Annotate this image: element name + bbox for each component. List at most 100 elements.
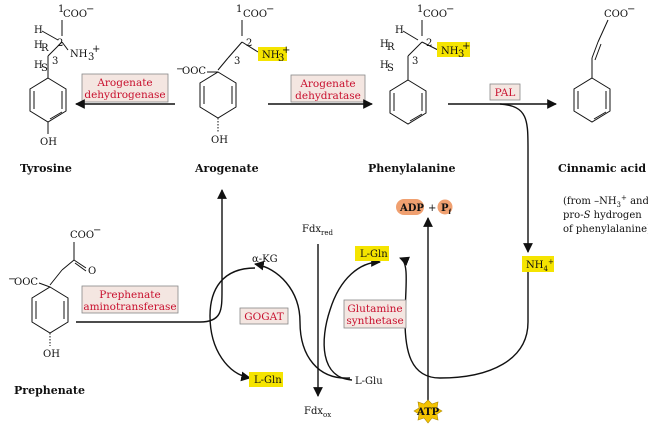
phenylalanine-coo-charge: − bbox=[446, 4, 454, 15]
adp-plus-label: + bbox=[428, 203, 436, 214]
tyrosine-hs-label: H bbox=[34, 60, 43, 71]
gogat-right-arc bbox=[254, 260, 351, 379]
gogat-label: GOGAT bbox=[244, 311, 283, 323]
gogat-box bbox=[239, 307, 289, 325]
nh4-highlight bbox=[522, 256, 554, 272]
arogenate-ooc-label: OOC bbox=[182, 66, 206, 77]
tyrosine-h-label: H bbox=[34, 25, 43, 36]
tyrosine-hs-sub: S bbox=[41, 63, 48, 74]
cinnamic-acid-label: Cinnamic acid bbox=[558, 162, 646, 175]
arogenate-dehydratase-line1: Arogenate bbox=[299, 78, 355, 90]
arogenate-nh3-charge: + bbox=[282, 45, 290, 56]
arogenate-structure: 1 COO − 2 NH 3 + 3 − OOC OH bbox=[176, 4, 290, 146]
nh4-source-note: (from –NH3+ and pro-S hydrogen of phenyl… bbox=[563, 194, 648, 235]
phenylalanine-nh3-sub: 3 bbox=[458, 49, 464, 60]
lgln-top-highlight bbox=[355, 246, 389, 261]
lgln-top-label: L-Gln bbox=[360, 249, 388, 260]
prephenate-label: Prephenate bbox=[14, 384, 85, 397]
tyrosine-oh-label: OH bbox=[40, 137, 57, 148]
pal-label: PAL bbox=[495, 87, 516, 99]
tyrosine-hr-sub: R bbox=[41, 43, 49, 54]
arogenate-nh3-label: NH bbox=[262, 50, 280, 61]
glutamine-synthetase-box bbox=[343, 299, 407, 329]
tyrosine-carbon3-label: 3 bbox=[52, 56, 58, 67]
adp-badge bbox=[396, 199, 424, 215]
tyrosine-coo-label: COO bbox=[63, 9, 87, 20]
lgln-bottom-highlight bbox=[249, 372, 283, 387]
arogenate-dehydratase-line2: dehydratase bbox=[295, 90, 361, 102]
phenylalanine-coo-label: COO bbox=[423, 9, 447, 20]
prephenate-structure: COO − O − OOC OH bbox=[8, 225, 101, 360]
arrow-to-nh4 bbox=[499, 103, 533, 253]
tyrosine-carbon1-label: 1 bbox=[58, 4, 64, 15]
prephenate-o-label: O bbox=[88, 266, 96, 277]
phenylalanine-carbon1-label: 1 bbox=[417, 4, 423, 15]
akg-label: α-KG bbox=[252, 254, 278, 265]
phenylalanine-hr-label: H bbox=[380, 39, 389, 50]
prephenate-aminotransferase-line2: aminotransferase bbox=[83, 301, 176, 313]
svg-text:of phenylalanine): of phenylalanine) bbox=[563, 224, 648, 235]
arogenate-carbon3-label: 3 bbox=[234, 56, 240, 67]
prephenate-ooc-charge: − bbox=[8, 274, 16, 285]
tyrosine-nh3-charge: + bbox=[92, 44, 100, 55]
tyrosine-nh3-sub: 3 bbox=[88, 52, 94, 63]
phenylalanine-hs-label: H bbox=[380, 60, 389, 71]
pi-label: Pi bbox=[441, 203, 452, 216]
prephenate-ooc-label: OOC bbox=[14, 277, 38, 288]
arogenate-dehydrogenase-line1: Arogenate bbox=[96, 77, 152, 89]
gogat-left-arc bbox=[209, 267, 256, 382]
arogenate-label: Arogenate bbox=[194, 162, 259, 175]
prephenate-coo-charge: − bbox=[93, 225, 101, 236]
adp-label: ADP bbox=[399, 203, 424, 214]
cinnamic-acid-structure: COO − bbox=[573, 4, 635, 123]
atp-label: ATP bbox=[416, 407, 440, 418]
nh4-label: NH4+ bbox=[526, 258, 554, 273]
svg-text:(from –NH3+ and: (from –NH3+ and bbox=[563, 194, 648, 209]
arogenate-coo-charge: − bbox=[266, 4, 274, 15]
prephenate-aminotransferase-line1: Prephenate bbox=[99, 289, 160, 301]
lgln-bottom-label: L-Gln bbox=[254, 375, 282, 386]
arrow-prephenate-to-arogenate bbox=[76, 189, 227, 323]
prephenate-coo-label: COO bbox=[70, 230, 94, 241]
phenylalanine-nh3-charge: + bbox=[462, 41, 470, 52]
tyrosine-structure: 1 COO − 2 H NH 3 + H R H S 3 OH bbox=[29, 4, 100, 148]
glutamine-synthetase-line2: synthetase bbox=[346, 315, 403, 327]
pal-box bbox=[489, 83, 521, 101]
tyrosine-hr-label: H bbox=[34, 40, 43, 51]
arogenate-coo-label: COO bbox=[243, 9, 267, 20]
atp-badge bbox=[413, 399, 443, 424]
prephenate-aminotransferase-box bbox=[81, 285, 179, 314]
fdx-ox-label: Fdxox bbox=[304, 406, 331, 419]
glutamine-synthetase-line1: Glutamine bbox=[347, 303, 402, 315]
arogenate-dehydrogenase-line2: dehydrogenase bbox=[84, 89, 165, 101]
phenylalanine-label: Phenylalanine bbox=[368, 162, 455, 175]
phenylalanine-nh3-highlight bbox=[437, 42, 470, 57]
tyrosine-label: Tyrosine bbox=[20, 162, 72, 175]
arogenate-dehydrogenase-box bbox=[81, 73, 169, 103]
arogenate-ooc-charge: − bbox=[176, 64, 184, 75]
tyrosine-coo-charge: − bbox=[86, 4, 94, 15]
phenylalanine-carbon3-label: 3 bbox=[412, 56, 418, 67]
phenylalanine-nh3-label: NH bbox=[441, 46, 459, 57]
cinnamic-coo-label: COO bbox=[604, 9, 628, 20]
prephenate-oh-label: OH bbox=[43, 349, 60, 360]
fdx-red-label: Fdxred bbox=[302, 224, 333, 237]
arogenate-nh3-highlight bbox=[258, 47, 287, 61]
gs-right-arc bbox=[399, 256, 529, 379]
gs-left-arc bbox=[323, 257, 381, 381]
arogenate-carbon2-label: 2 bbox=[246, 38, 252, 49]
phenylalanine-hs-sub: S bbox=[387, 63, 394, 74]
arogenate-oh-label: OH bbox=[211, 135, 228, 146]
pi-badge bbox=[437, 199, 453, 215]
arogenate-dehydratase-box bbox=[290, 74, 366, 103]
tyrosine-nh3-label: NH bbox=[70, 49, 88, 60]
phenylalanine-structure: 1 COO − 2 H NH 3 + H R H S 3 bbox=[380, 4, 470, 125]
svg-text:pro-S hydrogen: pro-S hydrogen bbox=[563, 210, 642, 221]
cinnamic-coo-charge: − bbox=[627, 4, 635, 15]
phenylalanine-h-label: H bbox=[395, 25, 404, 36]
arogenate-carbon1-label: 1 bbox=[236, 4, 242, 15]
arogenate-nh3-sub: 3 bbox=[278, 53, 284, 64]
lglu-label: L-Glu bbox=[355, 376, 383, 387]
phenylalanine-carbon2-label: 2 bbox=[426, 38, 432, 49]
